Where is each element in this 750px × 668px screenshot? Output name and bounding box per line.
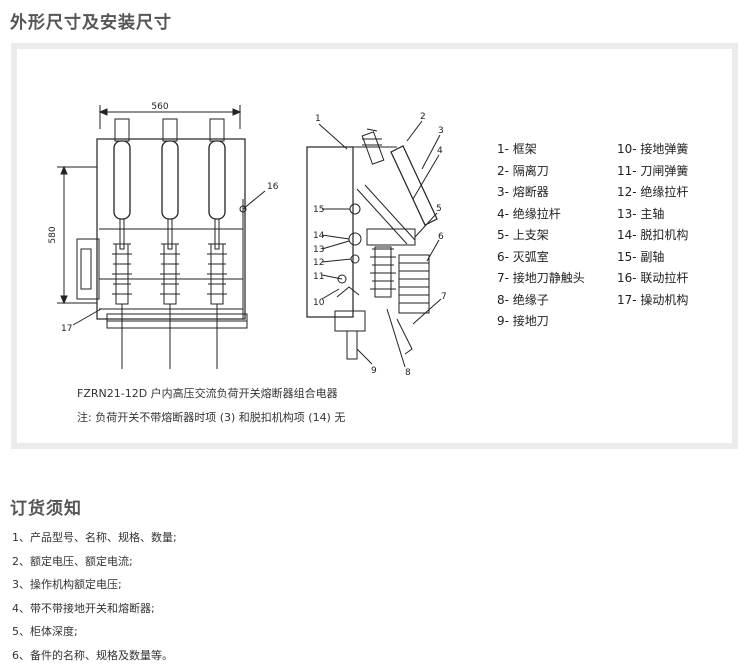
callout-8: 8 bbox=[405, 368, 411, 378]
callout-14: 14 bbox=[313, 231, 325, 241]
drawing-note: 注: 负荷开关不带熔断器时项 (3) 和脱扣机构项 (14) 无 bbox=[77, 411, 346, 424]
legend-item: 5- 上支架 bbox=[497, 228, 549, 242]
legend-item: 7- 接地刀静触头 bbox=[497, 271, 585, 285]
section-title-dimensions: 外形尺寸及安装尺寸 bbox=[10, 13, 172, 33]
legend-item: 10- 接地弹簧 bbox=[617, 142, 689, 156]
legend-item: 6- 灭弧室 bbox=[497, 249, 549, 264]
legend-item: 12- 绝缘拉杆 bbox=[617, 185, 689, 199]
callout-10: 10 bbox=[313, 298, 325, 308]
legend-item: 13- 主轴 bbox=[617, 206, 665, 221]
drawing-area: 560 580 16 17 1 2 3 4 5 6 7 8 9 10 11 12… bbox=[17, 49, 732, 443]
list-item: 2、额定电压、额定电流; bbox=[12, 554, 133, 568]
callout-2: 2 bbox=[420, 112, 426, 122]
legend-item: 3- 熔断器 bbox=[497, 185, 549, 199]
legend-item: 11- 刀闸弹簧 bbox=[617, 163, 689, 178]
callout-11: 11 bbox=[313, 272, 324, 282]
legend-column-2: 10- 接地弹簧 11- 刀闸弹簧 12- 绝缘拉杆 13- 主轴 14- 脱扣… bbox=[617, 139, 688, 311]
legend-item: 15- 副轴 bbox=[617, 249, 665, 264]
list-item: 4、带不带接地开关和熔断器; bbox=[12, 601, 155, 615]
dimension-height-label: 580 bbox=[48, 226, 58, 243]
list-item: 5、柜体深度; bbox=[12, 625, 78, 638]
callout-12: 12 bbox=[313, 258, 324, 268]
legend-item: 14- 脱扣机构 bbox=[617, 228, 689, 242]
technical-drawing: 560 580 16 17 1 2 3 4 5 6 7 8 9 10 11 12… bbox=[48, 102, 447, 378]
callout-15: 15 bbox=[313, 205, 324, 215]
callout-16: 16 bbox=[267, 182, 279, 192]
callout-6: 6 bbox=[438, 232, 444, 242]
legend-item: 1- 框架 bbox=[497, 142, 537, 156]
drawing-caption: FZRN21-12D 户内高压交流负荷开关熔断器组合电器 bbox=[77, 387, 338, 400]
callout-1: 1 bbox=[315, 114, 321, 124]
list-item: 6、备件的名称、规格及数量等。 bbox=[12, 648, 173, 662]
legend-item: 8- 绝缘子 bbox=[497, 292, 549, 307]
callout-17: 17 bbox=[61, 324, 72, 334]
order-info-list: 1、产品型号、名称、规格、数量; 2、额定电压、额定电流; 3、操作机构额定电压… bbox=[12, 526, 177, 667]
section-title-ordering: 订货须知 bbox=[10, 499, 82, 519]
legend-item: 2- 隔离刀 bbox=[497, 163, 549, 178]
legend-item: 4- 绝缘拉杆 bbox=[497, 206, 561, 221]
legend-item: 16- 联动拉杆 bbox=[617, 271, 689, 285]
callout-3: 3 bbox=[438, 126, 444, 136]
list-item: 1、产品型号、名称、规格、数量; bbox=[12, 531, 177, 544]
callout-5: 5 bbox=[436, 204, 442, 214]
legend-column-1: 1- 框架 2- 隔离刀 3- 熔断器 4- 绝缘拉杆 5- 上支架 6- 灭弧… bbox=[497, 139, 585, 333]
callout-4: 4 bbox=[437, 146, 443, 156]
list-item: 3、操作机构额定电压; bbox=[12, 578, 122, 591]
legend-item: 17- 操动机构 bbox=[617, 292, 689, 307]
drawing-panel: 560 580 16 17 1 2 3 4 5 6 7 8 9 10 11 12… bbox=[11, 43, 738, 449]
callout-13: 13 bbox=[313, 245, 324, 255]
callout-7: 7 bbox=[441, 292, 447, 302]
callout-9: 9 bbox=[371, 366, 377, 376]
dimension-width-label: 560 bbox=[151, 102, 168, 112]
legend-item: 9- 接地刀 bbox=[497, 314, 549, 328]
